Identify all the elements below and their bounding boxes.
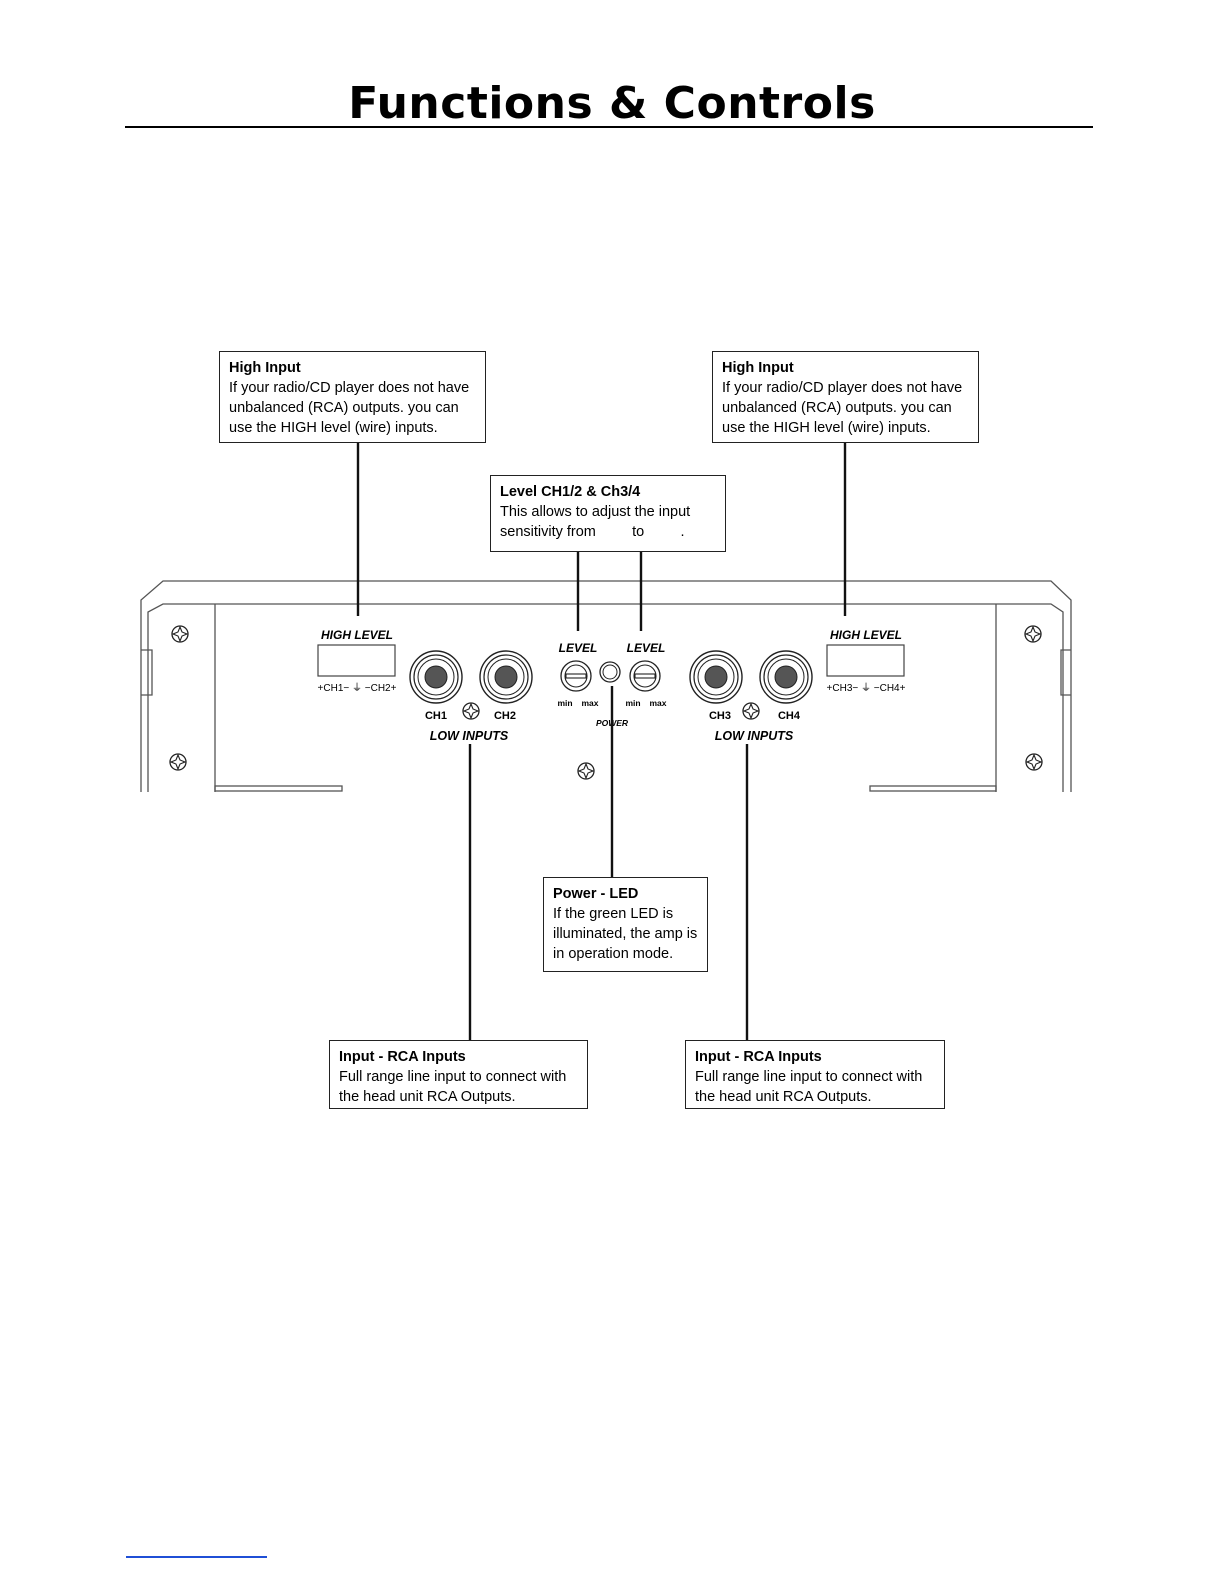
callout-line: Full range line input to connect with [339,1069,567,1085]
screw-icon [169,753,187,771]
callout-title: Level CH1/2 & Ch3/4 [500,484,641,500]
screw-icon [462,702,480,720]
power-led-inner-icon [602,664,618,680]
title-underline [125,126,1093,128]
footer-link-underline [126,1556,267,1558]
min-left-label: min [557,698,572,708]
callout-line: If the green LED is [553,906,674,922]
min-right-label: min [625,698,640,708]
callout-line: sensitivity from to . [500,524,685,540]
chassis-outline [140,580,1072,792]
max-left-label: max [581,698,598,708]
callout-title: High Input [722,360,794,376]
callout-rca-right: Input - RCA Inputs Full range line input… [685,1040,945,1109]
high-level-left-terminal [317,644,396,677]
callout-line: the head unit RCA Outputs. [695,1089,872,1105]
callout-line: in operation mode. [553,946,674,962]
callout-high-input-left: High Input If your radio/CD player does … [219,351,486,443]
callout-line: unbalanced (RCA) outputs. you can [722,400,952,416]
screw-icon [1024,625,1042,643]
callout-line: If your radio/CD player does not have [722,380,963,396]
ch3-label: CH3 [709,710,731,722]
terminals-left-label: +CH1− ⏚ −CH2+ [318,682,397,694]
high-level-right-label: HIGH LEVEL [830,628,902,642]
level-knob-left-icon [560,660,592,692]
rca-jack-ch3-icon [689,650,743,704]
max-right-label: max [649,698,666,708]
callout-line: illuminated, the amp is [553,926,698,942]
callout-line: unbalanced (RCA) outputs. you can [229,400,459,416]
screw-icon [742,702,760,720]
screw-icon [171,625,189,643]
callout-level: Level CH1/2 & Ch3/4 This allows to adjus… [490,475,726,552]
callout-power-led: Power - LED If the green LED is illumina… [543,877,708,972]
high-level-left-label: HIGH LEVEL [321,628,393,642]
callout-line: If your radio/CD player does not have [229,380,470,396]
leader-lines [356,443,847,1040]
ch4-label: CH4 [778,710,801,722]
rca-jack-ch2-icon [479,650,533,704]
callout-title: Input - RCA Inputs [339,1049,466,1065]
terminals-right-label: +CH3− ⏚ −CH4+ [827,682,906,694]
screw-icon [1025,753,1043,771]
level-right-label: LEVEL [627,641,666,655]
level-knob-right-icon [629,660,661,692]
screw-icon [577,762,595,780]
callout-rca-left: Input - RCA Inputs Full range line input… [329,1040,588,1109]
level-left-label: LEVEL [559,641,598,655]
callout-line: This allows to adjust the input [500,504,691,520]
low-inputs-left-label: LOW INPUTS [430,729,509,743]
callout-title: Input - RCA Inputs [695,1049,822,1065]
callout-line: use the HIGH level (wire) inputs. [722,420,931,436]
callout-title: High Input [229,360,301,376]
rca-jack-ch4-icon [759,650,813,704]
high-level-right-terminal [826,644,905,677]
ch2-label: CH2 [494,710,516,722]
callout-line: Full range line input to connect with [695,1069,923,1085]
page-title: Functions & Controls [348,78,876,129]
rca-jack-ch1-icon [409,650,463,704]
callout-title: Power - LED [553,886,639,902]
callout-high-input-right: High Input If your radio/CD player does … [712,351,979,443]
callout-line: use the HIGH level (wire) inputs. [229,420,438,436]
low-inputs-right-label: LOW INPUTS [715,729,794,743]
callout-line: the head unit RCA Outputs. [339,1089,516,1105]
ch1-label: CH1 [425,710,447,722]
